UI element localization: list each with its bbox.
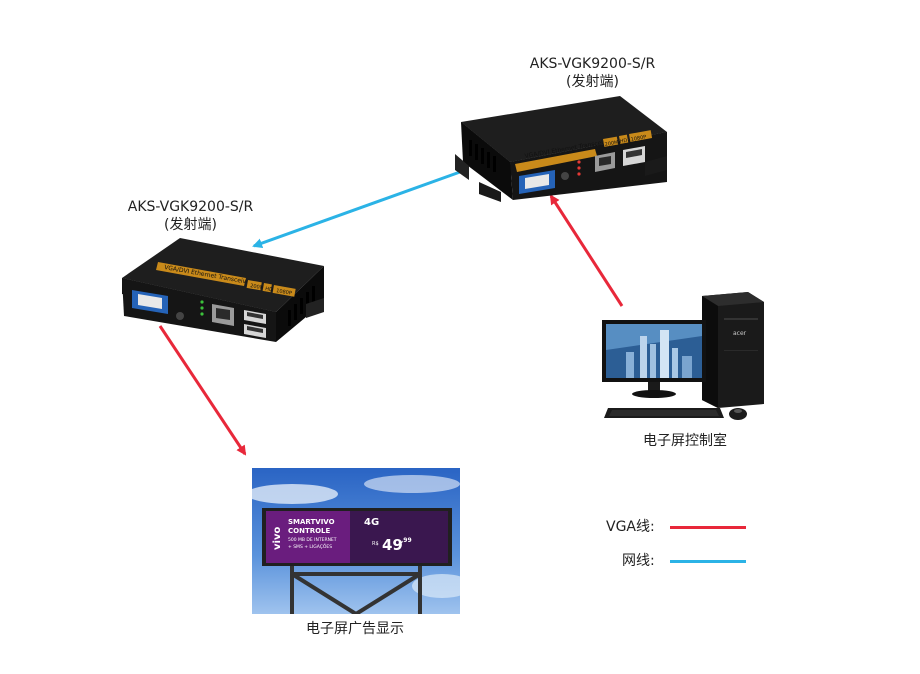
left-rj45-port [212, 304, 234, 326]
top-vga-port [519, 170, 555, 194]
legend-net-label: 网线: [622, 553, 655, 569]
vga-cable-arrow-left-to-screen [158, 325, 247, 456]
vga-cable-arrow-pc-to-top [549, 194, 624, 307]
top-badge-right: 1080P [630, 134, 647, 143]
legend-vga-label: VGA线: [606, 519, 655, 535]
billboard-brand: vivo [272, 527, 283, 550]
network-cable-arrow [252, 170, 461, 249]
top-transmitter-role: (发射端) [566, 74, 619, 90]
left-transmitter-device: VGA/DVI Ethernet Transceiver 200M HD 108… [118, 232, 328, 344]
keyboard [604, 408, 724, 418]
top-badge-left: 200M [604, 140, 619, 148]
pc-brand-logo: acer [733, 330, 747, 337]
control-room-pc: acer [598, 290, 774, 424]
billboard-photo: vivo SMARTVIVO CONTROLE 500 MB DE INTERN… [252, 468, 460, 614]
top-power-jack [561, 172, 569, 180]
top-badge-mid: HD [619, 138, 628, 145]
billboard-cents: ,99 [401, 537, 412, 544]
top-vent-slots [469, 140, 496, 172]
top-transmitter-model: AKS-VGK9200-S/R [529, 56, 656, 72]
billboard-line3: 500 MB DE INTERNET [288, 537, 337, 543]
pc-tower: acer [702, 292, 764, 408]
billboard-currency: R$ [372, 541, 379, 547]
left-transmitter-model: AKS-VGK9200-S/R [127, 199, 254, 215]
top-transmitter-device: VGA/DVI Ethernet Transceiver 200M HD 108… [455, 92, 675, 204]
legend-vga-line [670, 526, 746, 529]
left-usb-ports [244, 310, 266, 338]
legend-net-line [670, 560, 746, 563]
left-badge-right: 1080P [276, 288, 293, 297]
control-room-caption: 电子屏控制室 [643, 433, 727, 449]
left-badge-mid: HD [265, 286, 274, 293]
billboard-price: 49 [382, 536, 403, 554]
left-vga-port [132, 290, 168, 314]
left-vent-slots [288, 286, 315, 326]
monitor [602, 320, 706, 398]
billboard-support [290, 566, 422, 614]
top-usb-port [623, 146, 645, 166]
top-status-leds [577, 160, 581, 176]
left-badge-left: 200M [250, 283, 265, 291]
top-rj45-port [595, 152, 615, 172]
billboard-line2: CONTROLE [288, 527, 331, 535]
left-status-leds [200, 300, 204, 316]
left-transmitter-role: (发射端) [164, 217, 217, 233]
billboard-tag: 4G [364, 517, 379, 528]
billboard-line4: + SMS + LIGAÇÕES [288, 543, 332, 550]
left-power-jack [176, 312, 184, 320]
billboard-line1: SMARTVIVO [288, 518, 335, 526]
billboard-caption: 电子屏广告显示 [306, 621, 404, 637]
mouse [729, 408, 747, 420]
